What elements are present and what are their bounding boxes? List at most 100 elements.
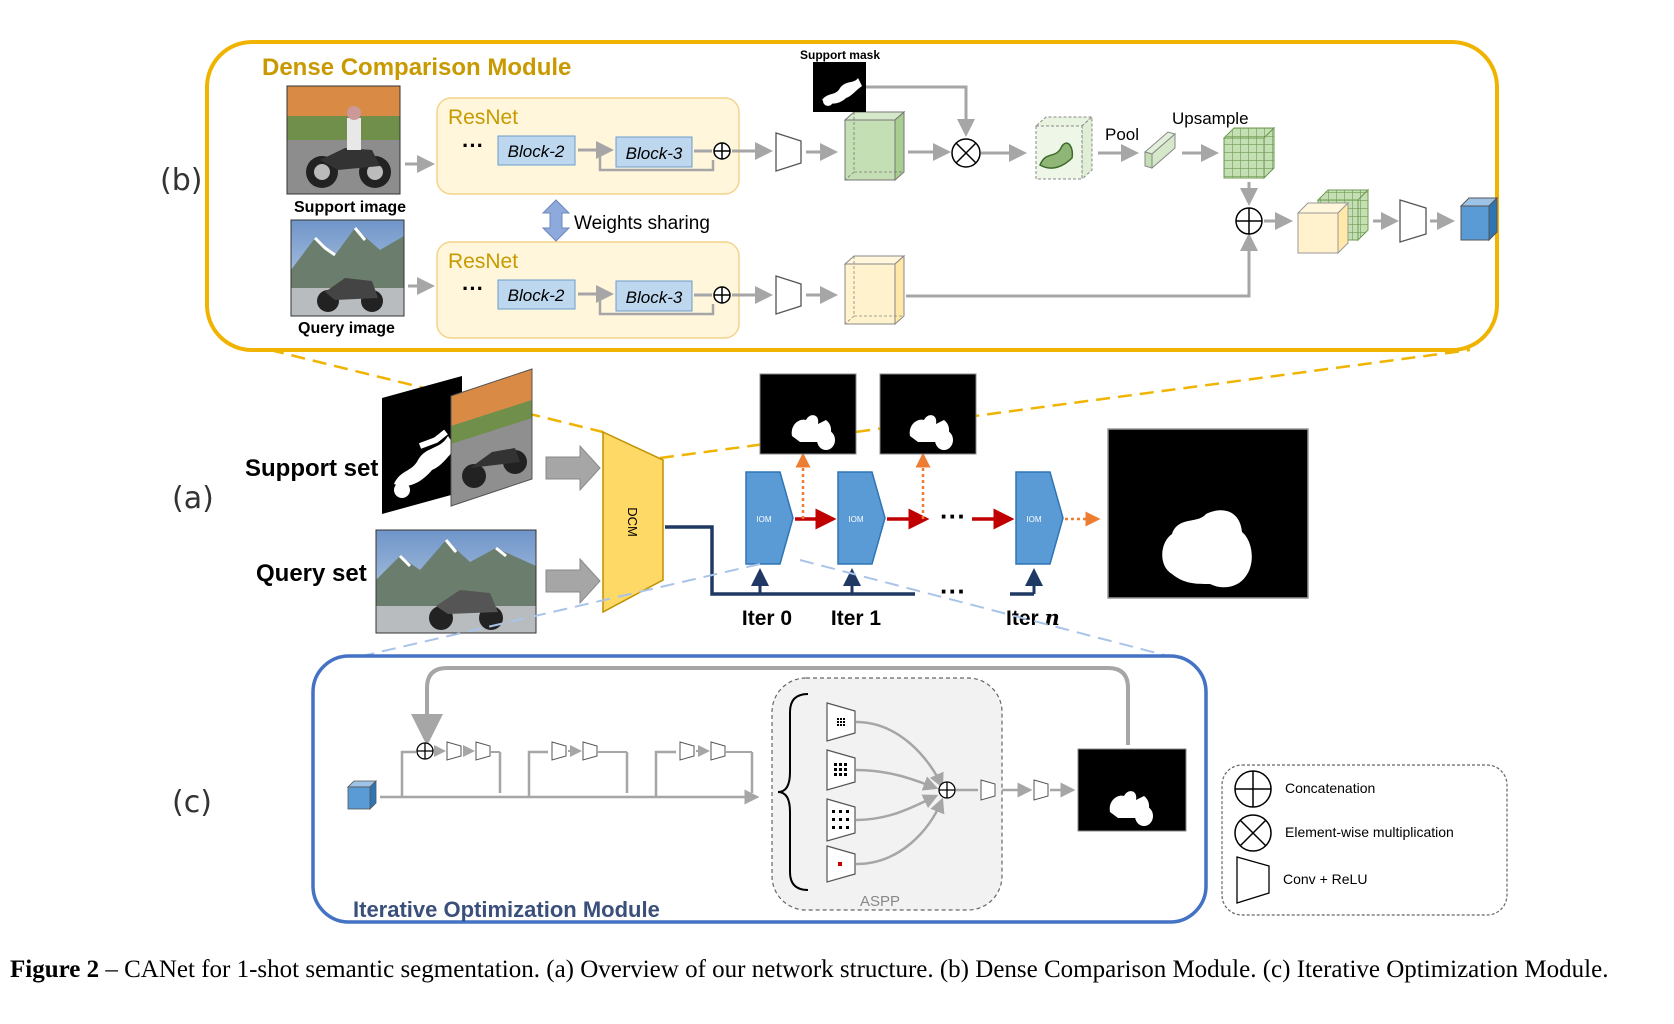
skip-top xyxy=(598,150,715,172)
zoom-line-iom-right xyxy=(799,559,1169,657)
aspp-branch-rate6-icon xyxy=(826,749,856,791)
legend-mult-icon xyxy=(1234,814,1272,852)
legend-concat-label: Concatenation xyxy=(1285,780,1375,796)
pool-label: Pool xyxy=(1105,125,1139,144)
conv-top-icon xyxy=(775,132,802,172)
support-feature-cube xyxy=(843,110,906,182)
panel-a-letter: (a) xyxy=(172,481,214,516)
aspp-brace xyxy=(777,693,809,891)
iom-concat-icon xyxy=(416,742,434,760)
final-mask xyxy=(1107,428,1309,599)
iom-0-label: IOM xyxy=(756,515,771,524)
dcm-to-iom-route xyxy=(665,525,915,596)
aspp-label: ASPP xyxy=(860,893,900,910)
iom-block-n xyxy=(1015,471,1064,565)
support-mask-label: Support mask xyxy=(800,48,880,62)
aspp-out-conv-icon xyxy=(980,779,996,801)
weights-sharing-arrow xyxy=(541,199,571,242)
support-set-label: Support set xyxy=(245,455,378,482)
block2-bottom-label: Block-2 xyxy=(508,286,565,305)
dcm-output-cube xyxy=(1459,196,1499,242)
res2-conv-b xyxy=(582,741,598,761)
resnet-bottom-ellipsis: ··· xyxy=(462,276,484,301)
mult-icon xyxy=(951,138,981,168)
caption-figure-number: Figure 2 xyxy=(10,956,100,983)
dcm-block xyxy=(602,430,664,614)
block2-top-label: Block-2 xyxy=(508,142,565,161)
dcm-label: DCM xyxy=(625,507,640,537)
resnet-bottom-label: ResNet xyxy=(448,250,518,273)
iom-1-label: IOM xyxy=(848,515,863,524)
block3-top xyxy=(615,136,693,168)
legend-concat-icon xyxy=(1234,770,1272,808)
support-set-image xyxy=(450,368,533,507)
zoom-line-iom-left xyxy=(361,563,761,657)
aspp-concat-icon xyxy=(938,781,956,799)
caption-text: – CANet for 1-shot semantic segmentation… xyxy=(99,956,1609,983)
iom-block-1 xyxy=(837,471,886,565)
feedback-loop xyxy=(411,666,1130,746)
resnet-top-label: ResNet xyxy=(448,106,518,129)
block3-bottom xyxy=(615,280,693,312)
iom-output-mask xyxy=(1077,748,1187,832)
query-set-label: Query set xyxy=(256,560,367,587)
pooled-vector xyxy=(1143,131,1177,170)
concat-bottom-icon xyxy=(713,286,731,304)
concatenated-feature-cube xyxy=(1296,188,1370,255)
query-set-image xyxy=(375,529,537,634)
aspp-box xyxy=(771,677,1003,911)
block3-bottom-label: Block-3 xyxy=(626,288,683,307)
iter1-mask xyxy=(879,373,977,455)
dcm-panel-title: Dense Comparison Module xyxy=(262,54,571,81)
figure-caption: Figure 2 – CANet for 1-shot semantic seg… xyxy=(10,953,1665,986)
upsample-label: Upsample xyxy=(1172,109,1249,128)
upsampled-grid-cube xyxy=(1222,126,1276,180)
support-set-mask xyxy=(382,376,462,514)
skip-bottom xyxy=(598,294,715,316)
aspp-branch-rate12-icon xyxy=(826,798,856,842)
panel-b-letter: (b) xyxy=(160,163,202,198)
iter0-mask xyxy=(759,373,857,455)
support-image-label: Support image xyxy=(294,199,406,216)
iom-block-0 xyxy=(745,471,794,565)
query-image xyxy=(290,219,405,317)
res3-conv-b xyxy=(710,741,726,761)
aspp-curve-2 xyxy=(855,768,939,791)
iom-panel-title: Iterative Optimization Module xyxy=(353,897,660,922)
masked-feature-cube xyxy=(1034,115,1094,181)
residual-1 xyxy=(400,750,502,797)
block2-bottom xyxy=(497,279,576,310)
block2-top xyxy=(497,135,576,166)
iom-input-cube xyxy=(347,780,377,810)
resnet-top-ellipsis: ··· xyxy=(462,133,484,158)
aspp-branch-pool-icon xyxy=(826,845,856,883)
weights-sharing-label: Weights sharing xyxy=(574,213,710,234)
aspp-curve-4 xyxy=(855,797,945,866)
iter1-label: Iter 1 xyxy=(831,607,882,630)
itern-label: Iter n xyxy=(1006,605,1060,630)
block3-top-label: Block-3 xyxy=(626,144,683,163)
residual-3 xyxy=(654,750,754,797)
dcm-panel-border xyxy=(205,40,1499,352)
conv-bottom-icon xyxy=(775,275,802,315)
concat-main-icon xyxy=(1235,207,1263,235)
aspp-curve-3 xyxy=(855,794,939,822)
support-mask-image xyxy=(813,62,866,112)
arrow-query-feature-concat xyxy=(906,233,1258,298)
concat-top-icon xyxy=(713,142,731,160)
res3-conv-a xyxy=(679,741,695,761)
residual-2 xyxy=(527,750,629,797)
iom-panel-border xyxy=(311,654,1208,924)
legend-conv-label: Conv + ReLU xyxy=(1283,871,1367,887)
panel-c-letter: (c) xyxy=(172,785,212,820)
query-image-label: Query image xyxy=(298,320,395,337)
legend-mult-label: Element-wise multiplication xyxy=(1285,824,1454,840)
iter0-label: Iter 0 xyxy=(742,607,792,630)
iom-n-label: IOM xyxy=(1026,515,1041,524)
conv-final-icon xyxy=(1399,199,1427,243)
query-into-dcm-arrow xyxy=(545,557,601,605)
route-dots: ··· xyxy=(940,576,966,606)
res1-conv-b xyxy=(475,741,491,761)
support-into-dcm-arrow xyxy=(545,444,601,492)
